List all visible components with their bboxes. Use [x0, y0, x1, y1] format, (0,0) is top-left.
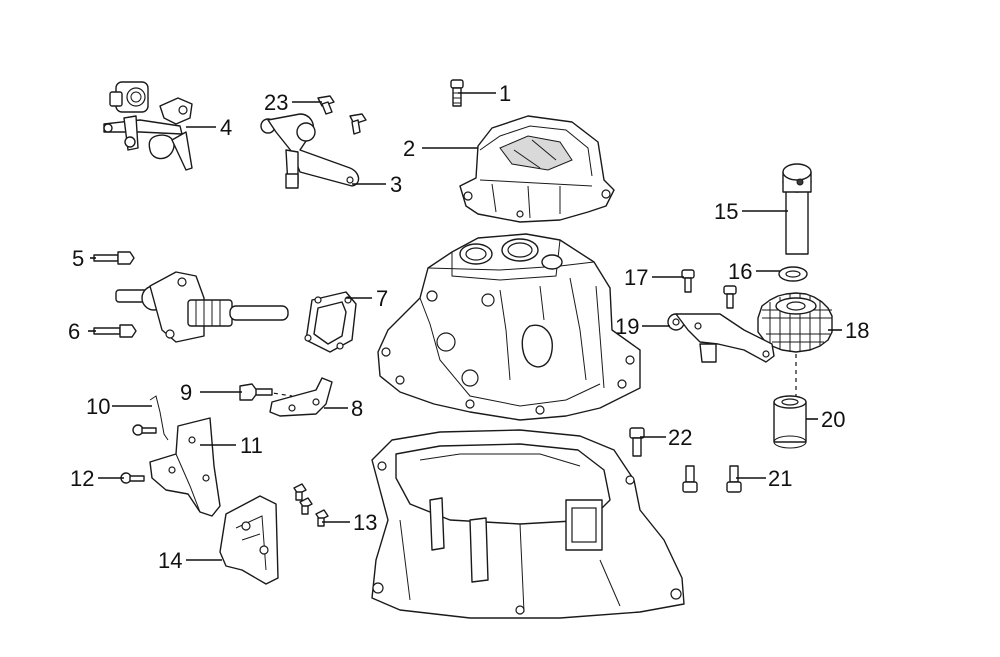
part-bolt-22 [629, 427, 645, 457]
callout-12: 12 [70, 466, 124, 491]
part-bolt-23 [317, 95, 335, 115]
callout-label-20: 20 [821, 407, 845, 432]
callout-label-13: 13 [353, 510, 377, 535]
callout-7: 7 [346, 286, 388, 311]
part-bolt-small-b [120, 472, 145, 484]
callout-4: 4 [186, 115, 232, 140]
callout-label-23: 23 [264, 90, 288, 115]
part-bolt-9 [239, 383, 273, 401]
part-bolts-13 [293, 483, 329, 527]
callout-13: 13 [322, 510, 377, 535]
part-lever-plate [265, 377, 333, 417]
callout-label-11: 11 [240, 433, 263, 458]
callout-11: 11 [200, 433, 263, 458]
part-wire-clip [149, 395, 169, 441]
callout-9: 9 [180, 380, 242, 405]
part-bolt-1 [450, 79, 464, 107]
callout-6: 6 [68, 319, 96, 344]
part-lever-arm [667, 313, 775, 363]
callout-10: 10 [86, 394, 152, 419]
part-gasket [304, 291, 357, 353]
part-bolt-5 [93, 251, 135, 265]
callout-label-6: 6 [68, 319, 80, 344]
callout-label-5: 5 [72, 246, 84, 271]
callout-label-7: 7 [376, 286, 388, 311]
callout-label-4: 4 [220, 115, 232, 140]
part-transmission-case [377, 233, 641, 421]
callout-label-10: 10 [86, 394, 110, 419]
callout-label-19: 19 [615, 314, 639, 339]
callout-label-22: 22 [668, 425, 692, 450]
part-end-cover [459, 115, 615, 223]
part-bolt-21a [682, 465, 698, 493]
callout-label-1: 1 [499, 81, 511, 106]
callout-3: 3 [352, 172, 402, 197]
part-sleeve [773, 395, 807, 449]
callout-22: 22 [640, 425, 692, 450]
part-shift-bracket [260, 113, 360, 189]
callout-23: 23 [264, 90, 322, 115]
callout-label-8: 8 [351, 396, 363, 421]
callout-8: 8 [324, 396, 363, 421]
part-bolt-17b [723, 285, 737, 309]
callout-14: 14 [158, 548, 222, 573]
callout-label-16: 16 [728, 259, 752, 284]
callout-label-17: 17 [624, 265, 648, 290]
callout-label-9: 9 [180, 380, 192, 405]
part-shaft-pin [782, 163, 812, 255]
part-shift-lever-assembly [103, 81, 193, 171]
callout-1: 1 [458, 81, 511, 106]
callout-15: 15 [714, 199, 788, 224]
callout-label-21: 21 [768, 466, 792, 491]
callout-label-18: 18 [845, 318, 869, 343]
part-bolt-6 [93, 324, 137, 338]
callout-19: 19 [615, 314, 670, 339]
callout-18: 18 [828, 318, 869, 343]
callout-label-15: 15 [714, 199, 738, 224]
part-driven-gear [757, 292, 833, 353]
part-bolt-17 [681, 269, 695, 293]
callout-21: 21 [736, 466, 792, 491]
part-bolt-23b [349, 113, 367, 135]
part-shift-shaft-housing [115, 271, 289, 343]
callout-label-14: 14 [158, 548, 182, 573]
callout-5: 5 [72, 246, 96, 271]
part-bolt-small-a [132, 424, 157, 436]
part-bolt-21b [726, 465, 742, 493]
part-cover-plate [219, 495, 279, 585]
part-washer [778, 266, 808, 282]
callout-label-2: 2 [403, 136, 415, 161]
callout-label-3: 3 [390, 172, 402, 197]
callout-16: 16 [728, 259, 780, 284]
part-clutch-housing [371, 429, 685, 619]
callout-20: 20 [806, 407, 845, 432]
callout-17: 17 [624, 265, 684, 290]
part-mount-bracket [149, 417, 221, 517]
callout-label-12: 12 [70, 466, 94, 491]
callout-2: 2 [403, 136, 478, 161]
